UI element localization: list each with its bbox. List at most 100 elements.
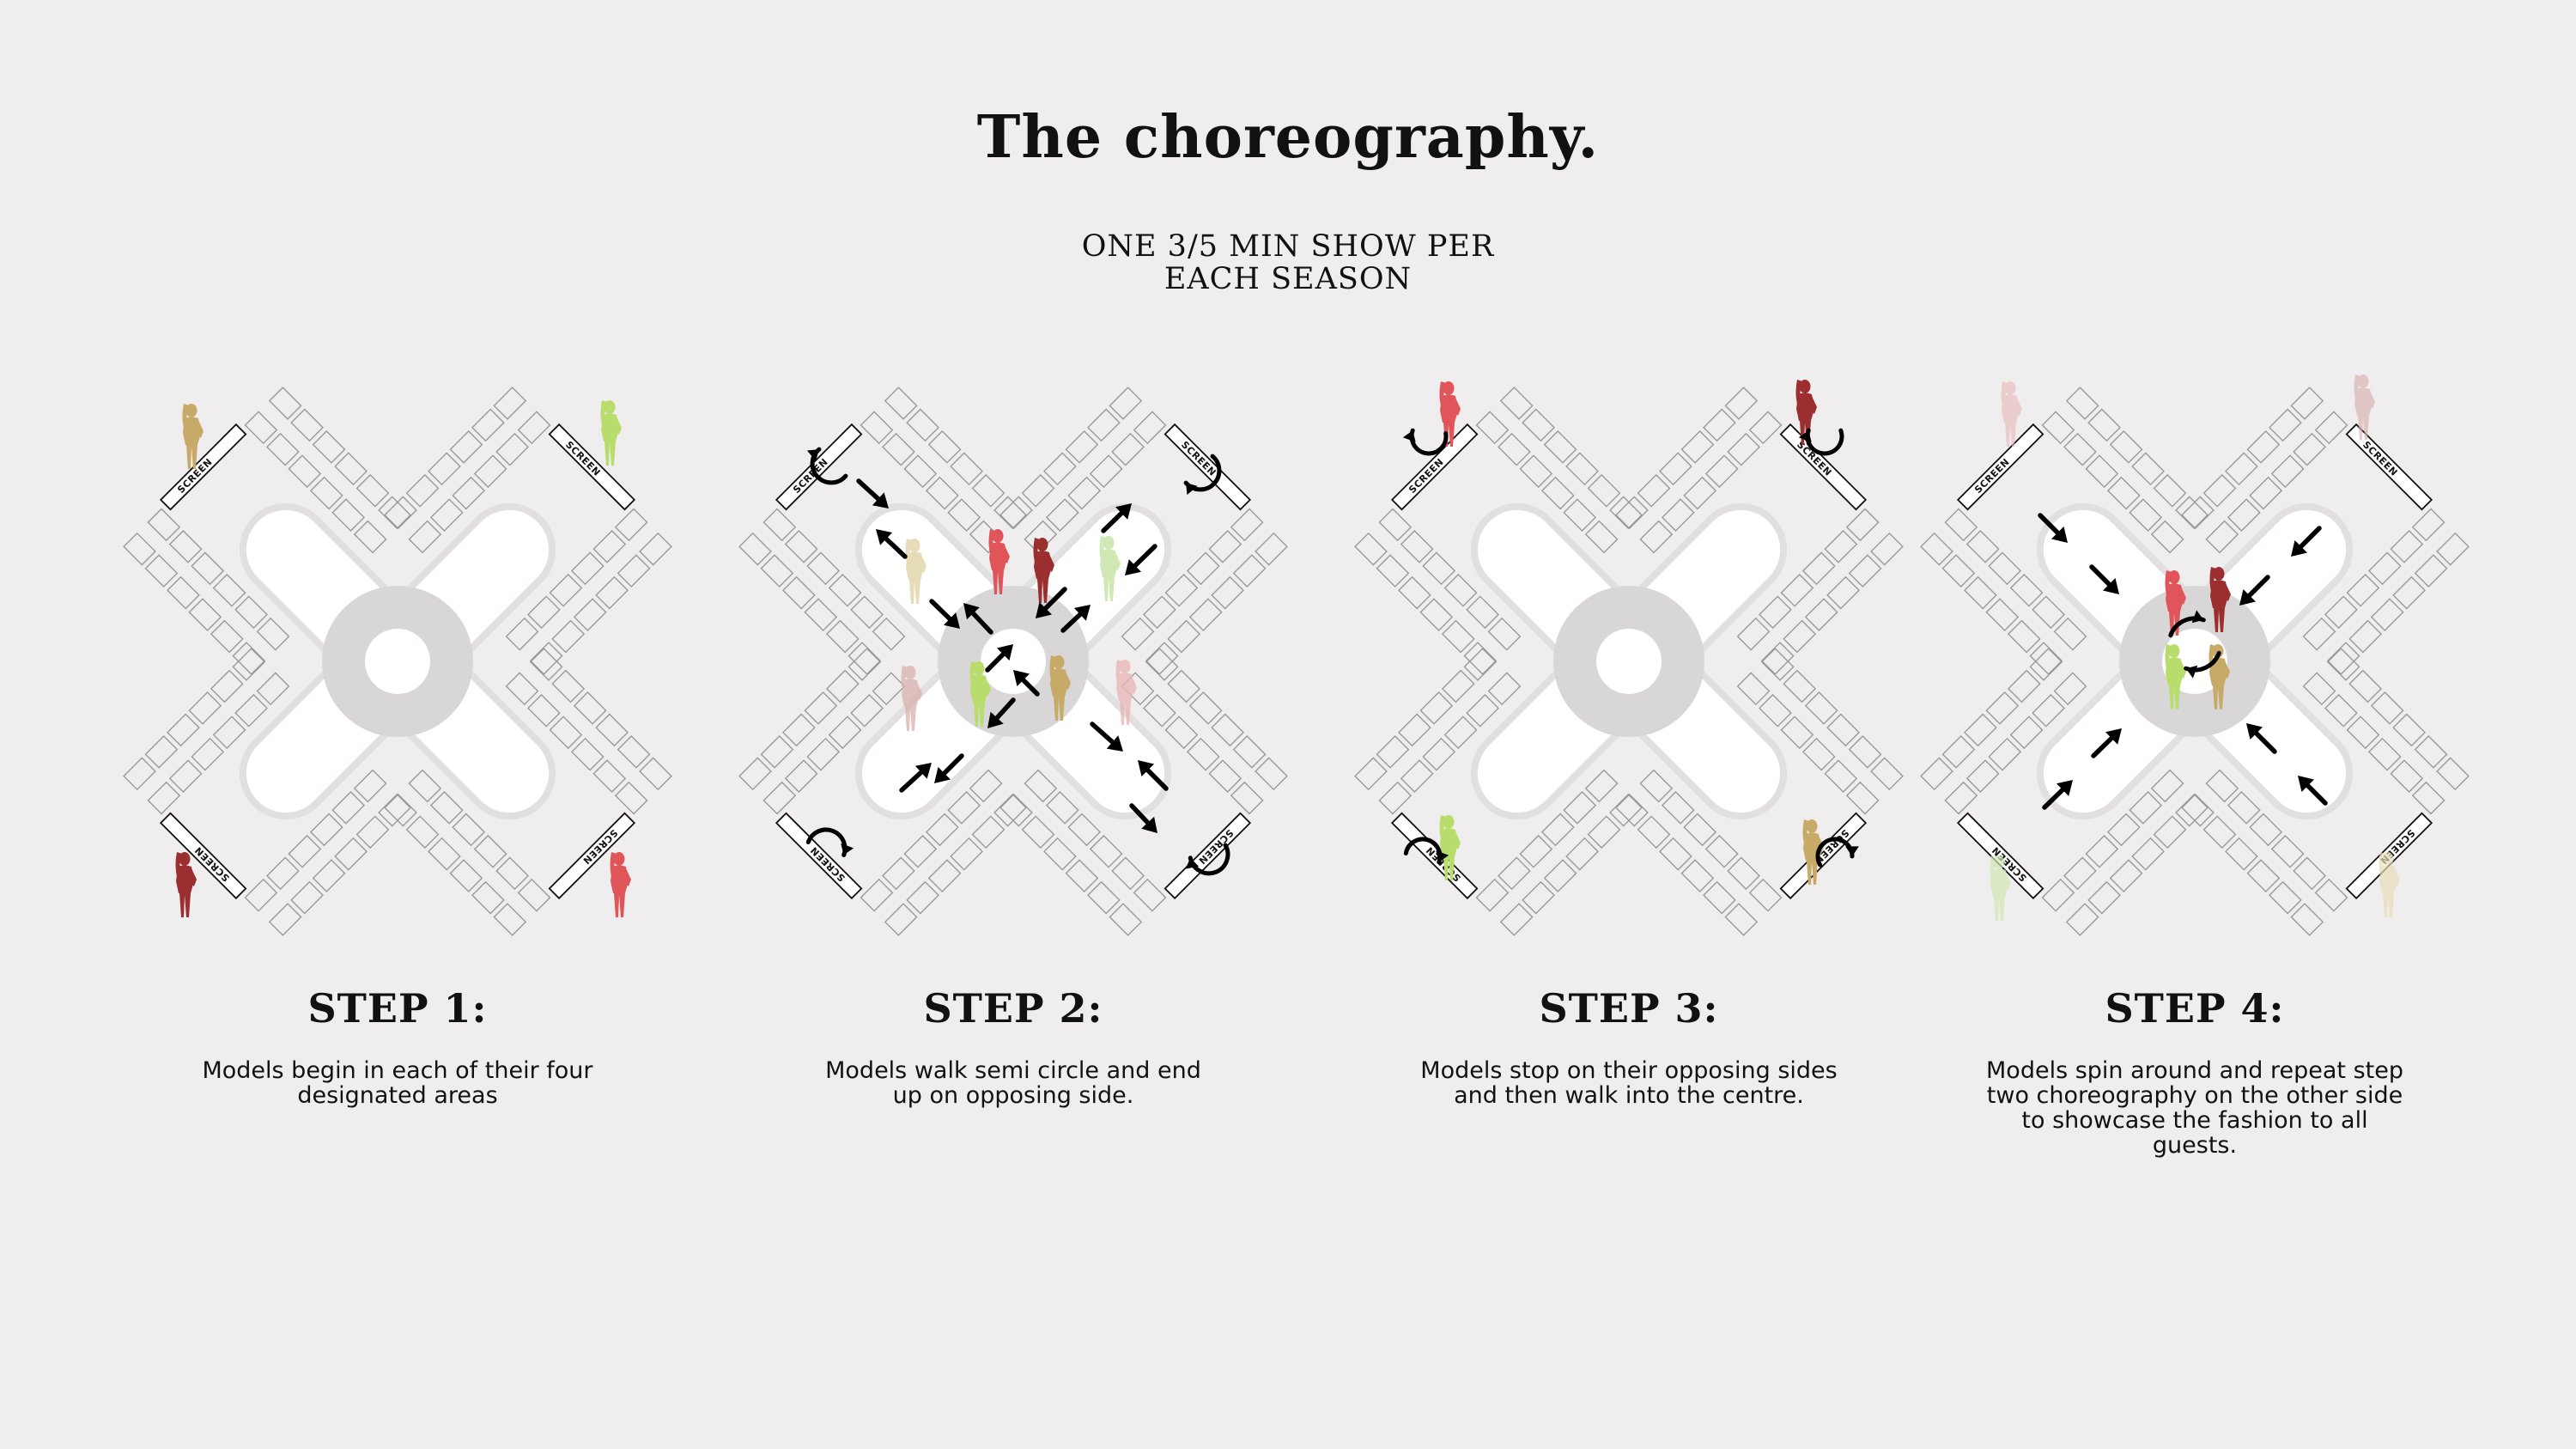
arrow-shaft — [1039, 587, 1067, 615]
seat — [312, 859, 346, 892]
arrow-head — [1013, 670, 1030, 686]
seat — [244, 411, 278, 445]
seat — [2290, 387, 2324, 420]
seat — [2129, 791, 2163, 825]
seat — [1965, 530, 2000, 563]
seat — [2085, 834, 2119, 868]
seat — [290, 408, 324, 442]
seat — [1637, 815, 1671, 849]
model-figure — [2001, 381, 2022, 447]
seat — [1133, 878, 1167, 912]
model-legs — [186, 445, 197, 469]
seat — [1045, 498, 1079, 532]
seat — [1422, 551, 1456, 586]
seat — [1499, 387, 1534, 420]
model-head — [2382, 852, 2394, 866]
turn-arrow — [1185, 843, 1230, 876]
seat — [1920, 757, 1953, 791]
seat — [1475, 411, 1510, 445]
arrow-head — [876, 529, 893, 545]
model-legs — [1807, 861, 1818, 885]
step-2-description: Models walk semi circle and end up on op… — [799, 1058, 1228, 1108]
page-subtitle: ONE 3/5 MIN SHOW PER EACH SEASON — [0, 230, 2576, 295]
seat — [2370, 691, 2404, 725]
seat — [1584, 520, 1619, 554]
seat — [1801, 737, 1836, 771]
seat — [2390, 530, 2424, 563]
seat — [1615, 496, 1649, 530]
turn-arrow — [2168, 610, 2206, 638]
model-legs — [2005, 423, 2016, 447]
seat — [738, 532, 772, 566]
seat — [1024, 769, 1058, 803]
seat — [762, 781, 797, 815]
arrow-head — [1106, 735, 1123, 752]
model-figure — [600, 400, 622, 466]
seat — [1354, 757, 1388, 791]
arrow-head — [2239, 589, 2256, 606]
seat — [882, 856, 915, 891]
arrow-curve — [1805, 428, 1844, 456]
arrow-head — [963, 603, 980, 620]
seat — [872, 672, 906, 706]
model-head — [904, 666, 916, 679]
arrow-head — [1436, 850, 1449, 862]
arrow-head — [2057, 780, 2073, 796]
model-legs — [1994, 897, 2005, 921]
turn-arrow — [805, 827, 854, 857]
model-figure — [901, 666, 922, 731]
seat — [2367, 551, 2402, 586]
seat — [309, 476, 343, 510]
seat — [1230, 781, 1264, 815]
seat — [1870, 757, 1904, 791]
seat — [1703, 408, 1736, 442]
model-figure — [1033, 538, 1054, 603]
seat — [2225, 837, 2258, 871]
seat — [1208, 759, 1242, 793]
seat — [188, 691, 222, 725]
seat — [191, 551, 225, 586]
walk-arrow — [2291, 526, 2322, 557]
seat — [592, 530, 627, 563]
screen-frame — [159, 423, 247, 511]
seat — [1760, 648, 1795, 681]
seat — [2324, 595, 2358, 630]
arrow-head — [1138, 760, 1154, 776]
walk-arrow — [1090, 721, 1123, 752]
seat — [1109, 387, 1143, 420]
seat — [806, 737, 841, 771]
seat — [999, 793, 1033, 827]
model-legs — [2169, 685, 2180, 709]
screen-wall: SCREEN — [1390, 812, 1479, 900]
seat — [2370, 598, 2404, 631]
arrow-head — [1185, 857, 1200, 869]
seat — [527, 595, 561, 630]
seat — [1801, 551, 1836, 586]
seat — [971, 815, 1005, 849]
seat — [1724, 903, 1759, 936]
model-hair — [988, 529, 995, 553]
seat — [950, 452, 983, 486]
description-line: Models walk semi circle and end — [825, 1057, 1201, 1084]
arrow-head — [987, 711, 1004, 728]
model-body — [1034, 551, 1052, 579]
seat — [825, 669, 860, 703]
page-title: The choreography. — [976, 103, 1600, 172]
seat — [529, 642, 563, 675]
seat — [1661, 791, 1695, 825]
seat — [906, 408, 939, 442]
seat — [355, 815, 390, 849]
arrow-head — [806, 449, 819, 461]
seat — [2106, 476, 2141, 510]
seat — [925, 813, 959, 847]
seat — [210, 669, 244, 703]
seat — [1422, 737, 1456, 771]
seat — [903, 454, 938, 489]
seat — [353, 769, 387, 803]
seat — [1230, 508, 1264, 542]
seat — [1780, 573, 1814, 607]
walk-arrow — [2298, 776, 2328, 806]
model-arm — [2015, 398, 2022, 416]
arrow-head — [2191, 610, 2204, 624]
model-legs — [909, 580, 920, 604]
